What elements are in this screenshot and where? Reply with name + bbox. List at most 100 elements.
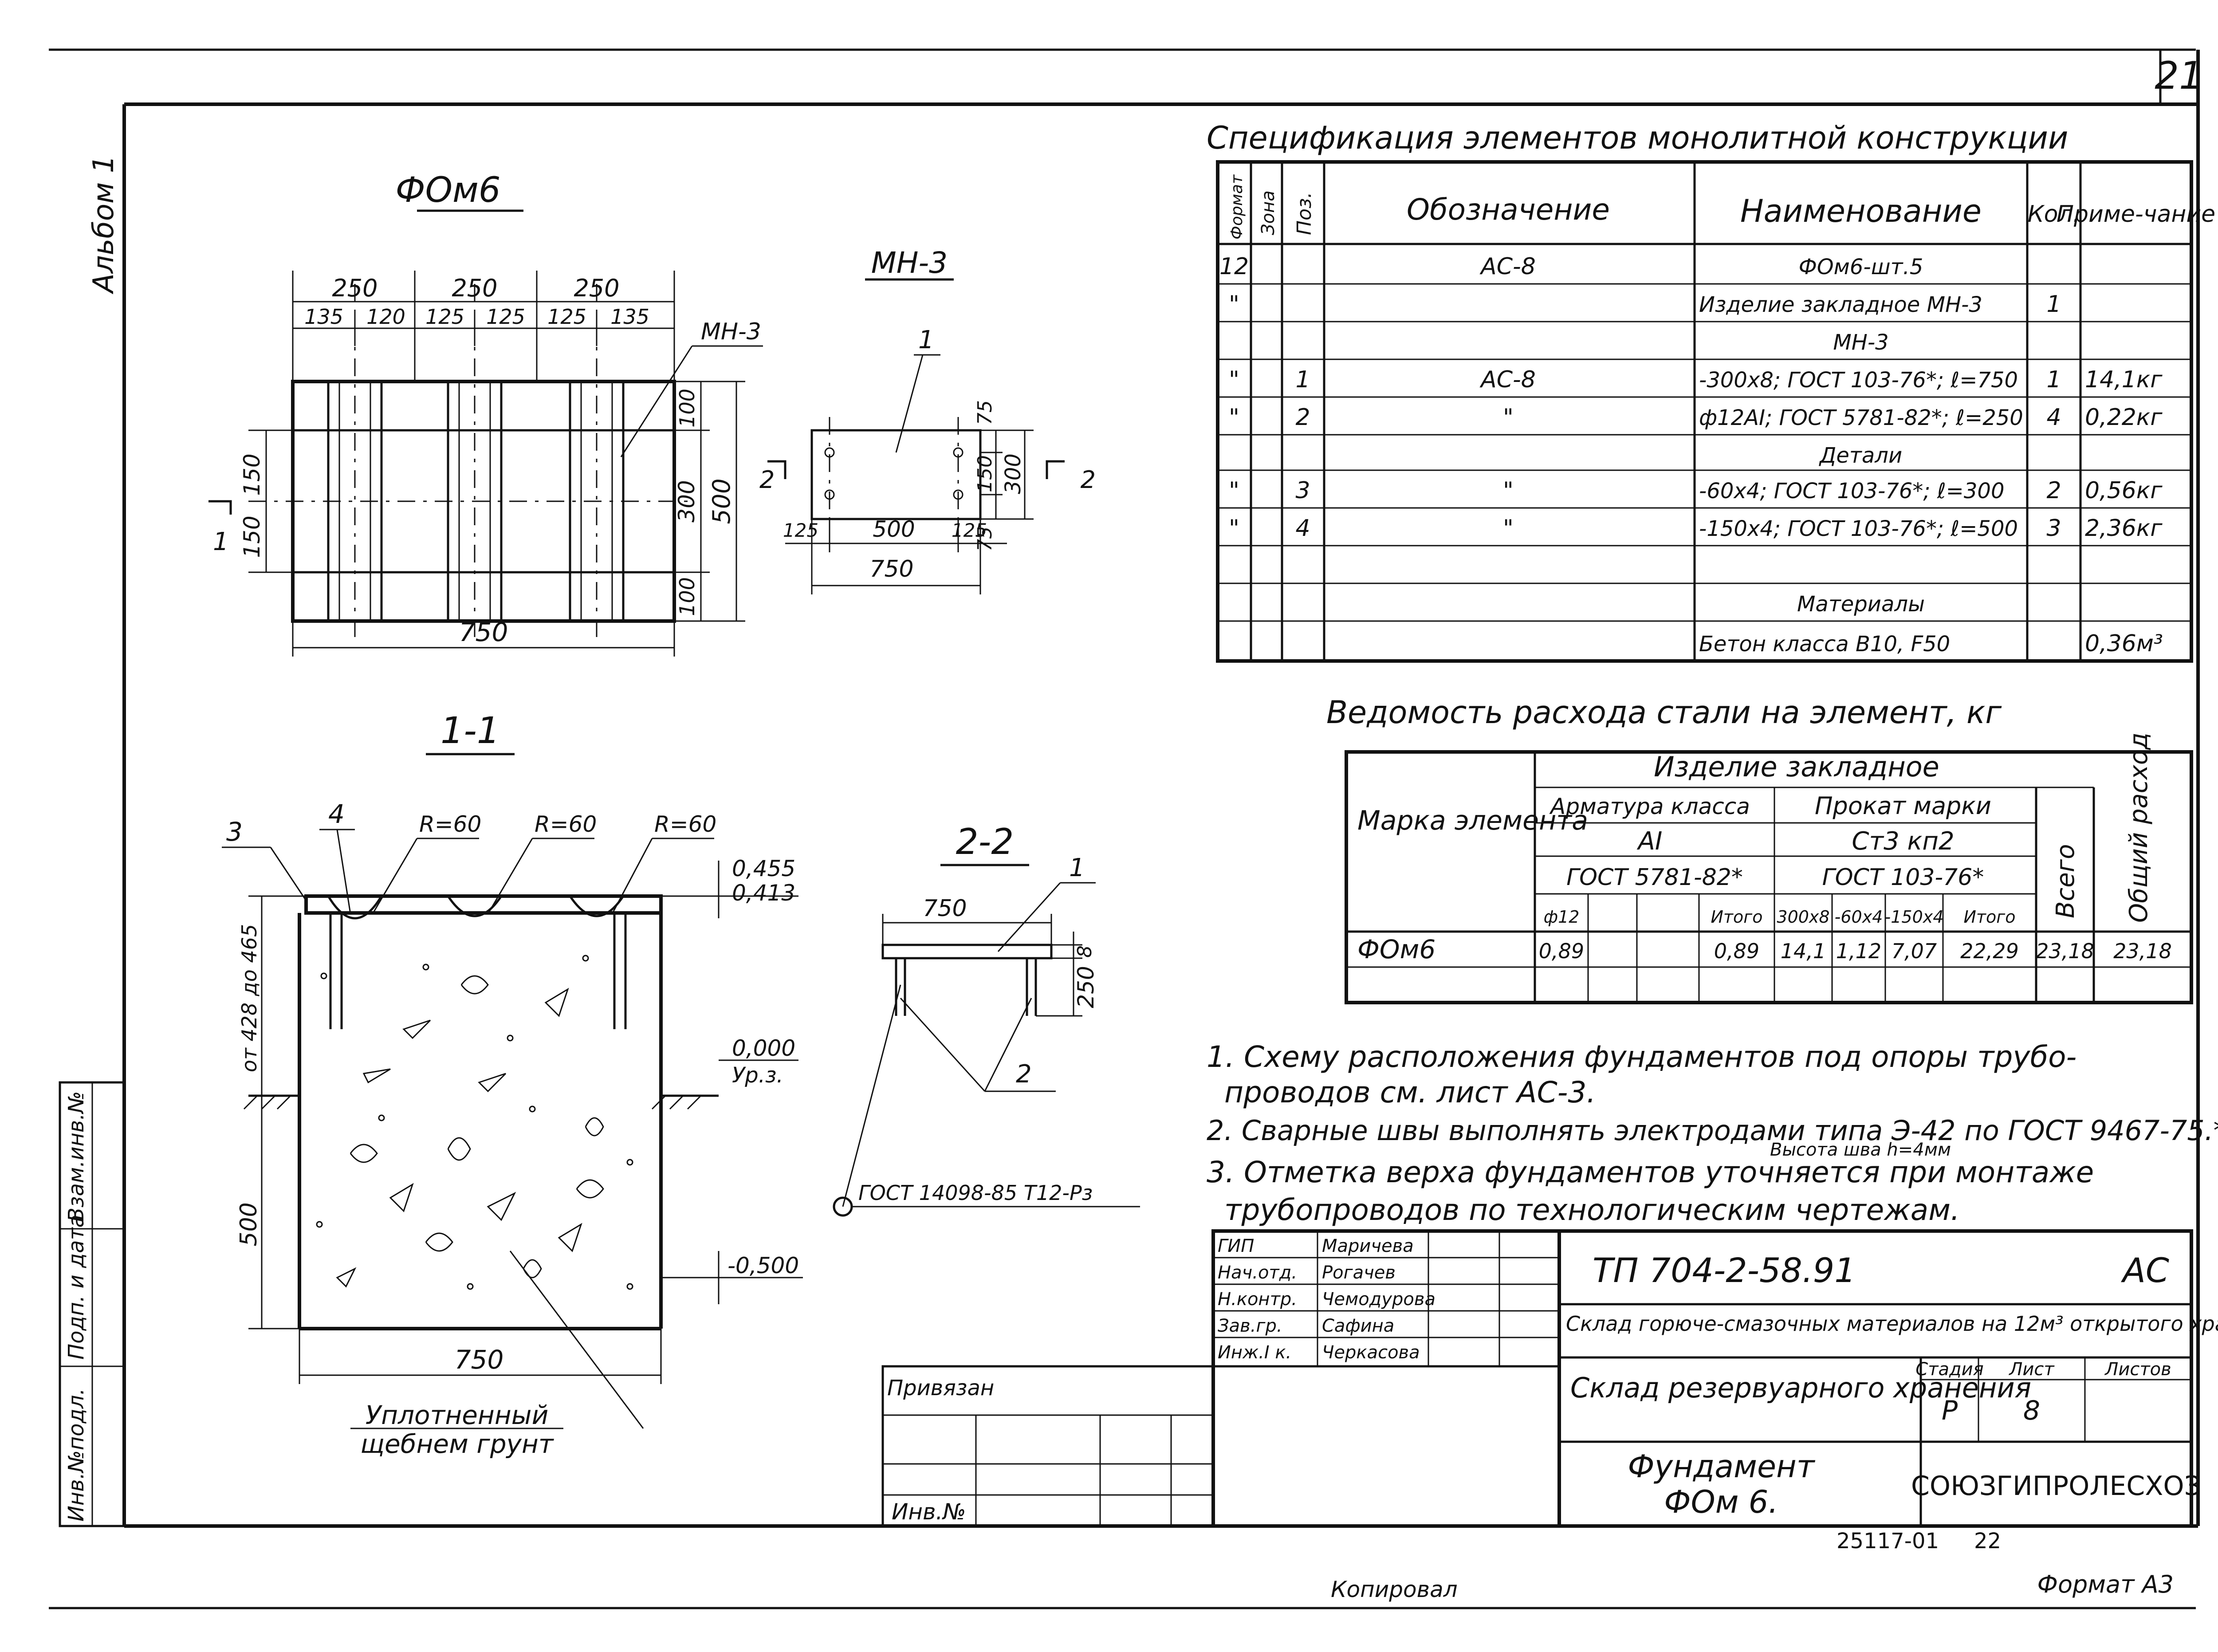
sign-date-label: Подп. и дата <box>64 1215 89 1360</box>
plan-dim-sub-5: 125 <box>547 305 586 329</box>
crushed-stone-fill <box>316 955 633 1290</box>
tb-page-ref: 22 <box>1974 1529 2001 1554</box>
spec-cell: -150х4; ГОСТ 103-76*; ℓ=500 <box>1699 516 2018 541</box>
section11-pos-4: 4 <box>328 799 345 829</box>
spec-cell: Детали <box>1819 443 1902 468</box>
tb-sheets-h: Листов <box>2104 1359 2171 1380</box>
tb-stage: Р <box>1942 1395 1958 1426</box>
note-2: 2. Сварные швы выполнять электродами тип… <box>1207 1114 2218 1147</box>
mn3-dim-bottom-3: 125 <box>952 519 987 541</box>
spec-cell: 2 <box>2046 477 2061 504</box>
steel-value: 1,12 <box>1836 939 1881 963</box>
mn3-section-mark-right: 2 <box>1081 466 1096 494</box>
steel-h-rebar-class: АI <box>1637 827 1663 856</box>
mn3-dim-bottom-1: 125 <box>783 519 818 541</box>
plan-dim-sub-6: 135 <box>610 305 649 329</box>
steel-h-rolled: Прокат марки <box>1815 792 1991 820</box>
spec-cell: " <box>1229 291 1239 318</box>
tb-role: Н.контр. <box>1218 1289 1297 1310</box>
tb-bound: Привязан <box>887 1376 994 1400</box>
steel-value: 0,89 <box>1714 939 1759 963</box>
section-2-2: 2-2 750 1 8 250 2 ГОСТ 14098-85 Т12-Рз <box>833 821 1140 1217</box>
section22-dim-height: 250 <box>1073 966 1099 1008</box>
steel-h-item: Изделие закладное <box>1654 751 1939 783</box>
plan-dim-left-2: 150 <box>239 515 265 558</box>
tb-role: Зав.гр. <box>1218 1316 1282 1336</box>
steel-h-total: Всего <box>2051 844 2080 918</box>
steel-h-rolled-grade: Ст3 кп2 <box>1852 827 1954 856</box>
spec-cell: " <box>1229 515 1239 542</box>
spec-cell: -60х4; ГОСТ 103-76*; ℓ=300 <box>1699 479 2005 503</box>
tb-name: Черкасова <box>1322 1342 1420 1363</box>
steel-table: Ведомость расхода стали на элемент, кг М… <box>1326 694 2193 1004</box>
note-3: 3. Отметка верха фундаментов уточняется … <box>1207 1155 2094 1189</box>
note-1: 1. Схему расположения фундаментов под оп… <box>1207 1040 2076 1074</box>
spec-cell: " <box>1503 515 1514 542</box>
steel-value: 0,89 <box>1539 939 1584 963</box>
tb-org: СОЮЗГИПРОЛЕСХОЗ <box>1911 1471 2201 1502</box>
plan-view: ФОм6 250 250 250 135 12 <box>208 170 763 657</box>
plan-dim-right-3: 100 <box>675 577 699 616</box>
spec-cell: 1 <box>2046 366 2061 393</box>
tb-drawing-2: ФОм 6. <box>1664 1484 1778 1520</box>
mn3-dim-right-1: 75 <box>974 400 996 425</box>
section22-leader-top: 1 <box>1069 854 1085 882</box>
section11-dim-left-lower: 500 <box>236 1202 262 1246</box>
section11-elev-bottom: -0,500 <box>728 1253 799 1278</box>
steel-value: 23,18 <box>2113 939 2172 963</box>
section11-fill-label-2: щебнем грунт <box>360 1429 554 1459</box>
steel-h-mark: Марка элемента <box>1357 805 1588 836</box>
steel-row-mark: ФОм6 <box>1357 934 1435 964</box>
steel-subheader: Итого <box>1711 907 1762 927</box>
mn3-view: МН-3 1 75 150 75 300 2 2 125 <box>759 246 1096 594</box>
side-stamp: Инв.№подл. Подп. и дата Взам.инв.№ <box>59 1081 126 1527</box>
section22-dim-plate: 8 <box>1074 945 1096 958</box>
tb-role: Инж.I к. <box>1218 1342 1291 1363</box>
spec-cell: Материалы <box>1797 592 1925 617</box>
footer-copied: Копировал <box>1331 1577 1458 1602</box>
steel-title: Ведомость расхода стали на элемент, кг <box>1326 694 2002 731</box>
plan-dim-top-2: 250 <box>452 274 497 302</box>
spec-h-pos: Поз. <box>1293 192 1316 235</box>
section11-elev-ground: 0,000 <box>732 1035 795 1061</box>
spec-cell: 3 <box>2046 515 2061 542</box>
plan-dim-sub-3: 125 <box>425 305 464 329</box>
spec-cell: ФОм6-шт.5 <box>1799 255 1923 279</box>
mn3-dim-right-3: 75 <box>974 527 996 551</box>
section11-dim-left-upper: от 428 до 465 <box>237 924 261 1072</box>
steel-h-overall: Общий расход <box>2124 732 2153 923</box>
steel-h-rebar: Арматура класса <box>1549 794 1750 819</box>
spec-cell: Бетон класса В10, F50 <box>1699 632 1950 657</box>
tb-set: АС <box>2120 1251 2169 1290</box>
spec-cell: 14,1кг <box>2085 366 2163 393</box>
tb-name: Сафина <box>1322 1316 1394 1336</box>
spec-h-qty: Кол. <box>2028 201 2080 228</box>
section11-pos-3: 3 <box>226 817 243 847</box>
section11-elev-top2: 0,413 <box>732 880 795 906</box>
plan-dim-top-3: 250 <box>574 274 619 302</box>
steel-value: 7,07 <box>1892 939 1937 963</box>
tb-sheet-h: Лист <box>2008 1359 2055 1380</box>
section22-dim-top: 750 <box>923 895 967 922</box>
mn3-section-mark-left: 2 <box>759 466 775 494</box>
notes: 1. Схему расположения фундаментов под оп… <box>1207 1040 2218 1227</box>
section11-title: 1-1 <box>440 710 500 752</box>
spec-cell: Изделие закладное МН-3 <box>1699 292 1982 317</box>
plan-dim-top-1: 250 <box>332 274 378 302</box>
spec-cell: -300х8; ГОСТ 103-76*; ℓ=750 <box>1699 368 2018 393</box>
tb-stage-h: Стадия <box>1915 1359 1983 1380</box>
replaced-inv-label: Взам.инв.№ <box>64 1091 89 1222</box>
spec-cell: 4 <box>2046 404 2061 431</box>
spec-cell: 12 <box>1219 253 1249 280</box>
tb-building: Склад резервуарного хранения <box>1570 1372 2031 1404</box>
section11-dim-bottom: 750 <box>455 1345 504 1375</box>
steel-subheader: ф12 <box>1544 907 1580 927</box>
plan-dim-sub-1: 135 <box>304 305 343 329</box>
spec-h-zone: Зона <box>1258 190 1278 235</box>
section-1-1: 1-1 <box>222 710 803 1459</box>
plan-dim-bottom: 750 <box>459 617 508 647</box>
steel-value: 23,18 <box>2036 939 2094 963</box>
plan-dim-right-2: 300 <box>674 480 700 522</box>
